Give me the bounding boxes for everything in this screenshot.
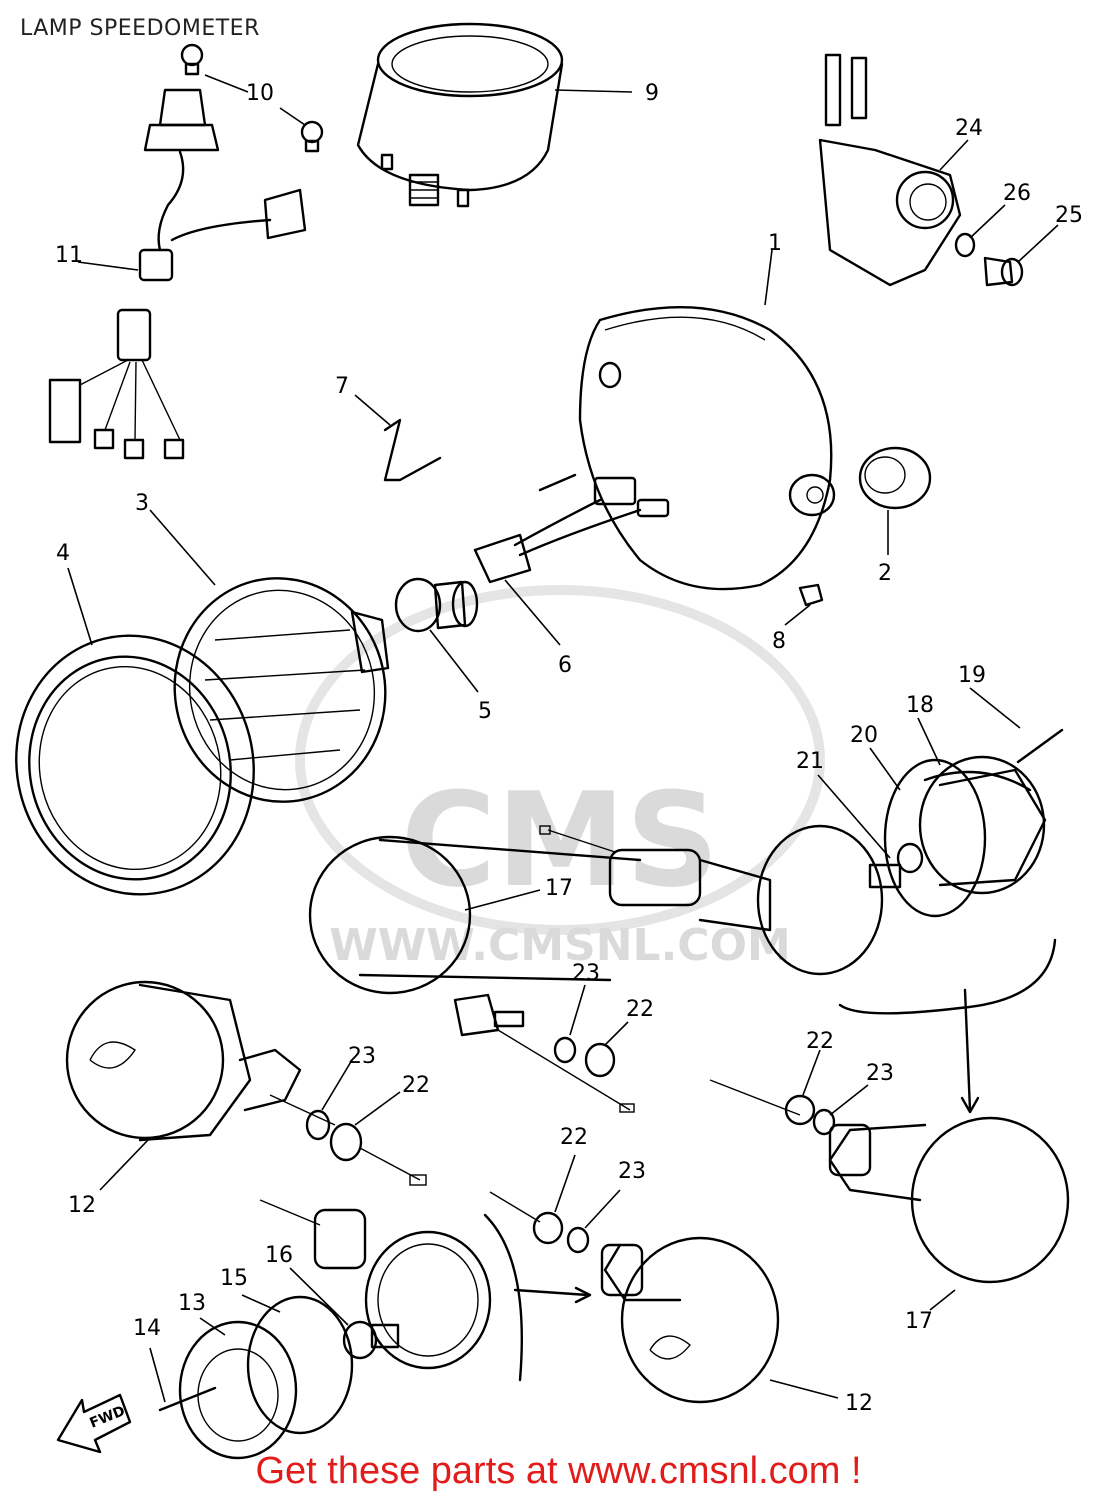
callout-22c: 22	[806, 1029, 834, 1054]
lens-gasket-15[interactable]	[246, 1295, 354, 1435]
callout-18: 18	[906, 693, 934, 718]
callout-20: 20	[850, 723, 878, 748]
meter-wire-harness[interactable]	[48, 150, 272, 460]
nut-22c[interactable]	[784, 1094, 816, 1126]
callout-16: 16	[265, 1243, 293, 1268]
meter-bulbs[interactable]	[143, 43, 324, 240]
callout-19: 19	[958, 663, 986, 688]
headlight-case[interactable]	[578, 305, 836, 591]
callout-23a: 23	[572, 961, 600, 986]
callout-23c: 23	[866, 1061, 894, 1086]
spring-clip[interactable]	[383, 418, 442, 482]
callout-11: 11	[55, 243, 83, 268]
watermark-url: WWW.CMSNL.COM	[329, 920, 791, 971]
callout-12a: 12	[68, 1193, 96, 1218]
callout-2: 2	[878, 561, 892, 586]
headlight-rim[interactable]	[0, 610, 281, 919]
callout-10: 10	[246, 81, 274, 106]
lens-screw-19[interactable]	[1016, 728, 1064, 764]
nut-22a[interactable]	[584, 1042, 616, 1078]
flasher-housing-lower[interactable]	[259, 1199, 492, 1370]
screw-25[interactable]	[983, 256, 1024, 287]
washer-23a[interactable]	[553, 1036, 577, 1064]
flasher-body-right[interactable]	[709, 1079, 1070, 1284]
lens-screw-14[interactable]	[158, 1386, 217, 1412]
callout-8: 8	[772, 629, 786, 654]
watermark-brand: CMS	[401, 764, 719, 916]
washer-26[interactable]	[954, 232, 976, 258]
callout-23b: 23	[348, 1044, 376, 1069]
flasher-body-upper[interactable]	[308, 824, 884, 1037]
callout-25: 25	[1055, 203, 1083, 228]
callout-24: 24	[955, 116, 983, 141]
lens-gasket-20[interactable]	[883, 758, 987, 918]
footer-banner[interactable]: Get these parts at www.cmsnl.com !	[255, 1450, 862, 1492]
page-title: LAMP SPEEDOMETER	[20, 16, 260, 41]
callout-3: 3	[135, 491, 149, 516]
cms-watermark: CMS WWW.CMSNL.COM	[295, 585, 825, 971]
washer-23c[interactable]	[812, 1108, 836, 1136]
flasher-lens-13[interactable]	[178, 1320, 298, 1460]
callout-6: 6	[558, 653, 572, 678]
callout-22a: 22	[626, 997, 654, 1022]
nut-22d[interactable]	[532, 1211, 564, 1245]
callout-13: 13	[178, 1291, 206, 1316]
speedometer[interactable]	[356, 22, 564, 208]
callout-26: 26	[1003, 181, 1031, 206]
grommet[interactable]	[858, 446, 932, 510]
nut-22b[interactable]	[329, 1122, 363, 1162]
callout-7: 7	[335, 374, 349, 399]
callout-5: 5	[478, 699, 492, 724]
callout-17a: 17	[545, 876, 573, 901]
headlight-bulb[interactable]	[394, 577, 479, 633]
callout-17b: 17	[905, 1309, 933, 1334]
headlight-socket[interactable]	[473, 473, 670, 584]
callout-15: 15	[220, 1266, 248, 1291]
callout-1: 1	[768, 231, 782, 256]
callout-4: 4	[56, 541, 70, 566]
flasher-bulb-16[interactable]	[342, 1320, 400, 1360]
flasher-bulb-21[interactable]	[868, 842, 924, 889]
callout-22d: 22	[560, 1125, 588, 1150]
washer-23d[interactable]	[566, 1226, 590, 1254]
fwd-arrow-icon: FWD	[56, 1393, 132, 1454]
callout-9: 9	[645, 81, 659, 106]
upper-flasher-wire[interactable]	[497, 825, 635, 1113]
screw-8[interactable]	[798, 583, 824, 607]
front-flasher-left[interactable]	[65, 980, 336, 1142]
callout-21: 21	[796, 749, 824, 774]
indicator-socket-assembly[interactable]	[818, 53, 962, 287]
callout-23d: 23	[618, 1159, 646, 1184]
flasher-lens-18[interactable]	[918, 755, 1047, 895]
sealed-beam-unit[interactable]	[154, 559, 406, 822]
callout-12b: 12	[845, 1391, 873, 1416]
callout-22b: 22	[402, 1073, 430, 1098]
washer-23b[interactable]	[305, 1109, 331, 1141]
callout-14: 14	[133, 1316, 161, 1341]
front-flasher-right[interactable]	[600, 1236, 780, 1404]
